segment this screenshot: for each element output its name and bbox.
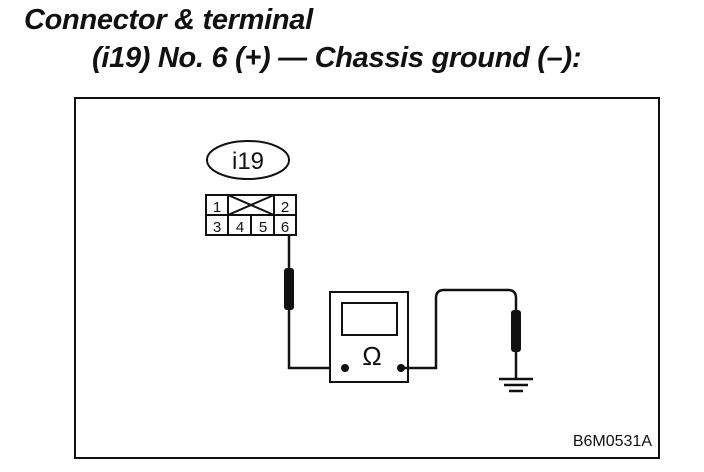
meter-terminal-positive [341,364,349,372]
pin-1-label: 1 [213,199,221,216]
negative-probe [511,310,521,352]
positive-probe-lead [284,235,345,370]
connector-label-oval [206,140,290,180]
connector-id-label: i19 [232,148,264,175]
pin-4-label: 4 [236,219,244,236]
negative-probe-lead [401,288,521,378]
heading-line-1: Connector & terminal [24,4,313,36]
pin-5-label: 5 [259,219,267,236]
figure-code: B6M0531A [573,433,652,450]
ohm-symbol: Ω [362,341,381,371]
heading-line-2: (i19) No. 6 (+) — Chassis ground (–): [92,42,582,74]
pin-6-label: 6 [281,219,289,236]
connector-i19 [205,194,297,236]
diagram-frame [74,97,660,459]
positive-probe [284,268,294,310]
ohmmeter [329,291,409,383]
meter-display [341,302,398,336]
pin-2-label: 2 [281,199,289,216]
chassis-ground-icon [499,377,533,393]
pin-3-label: 3 [213,219,221,236]
